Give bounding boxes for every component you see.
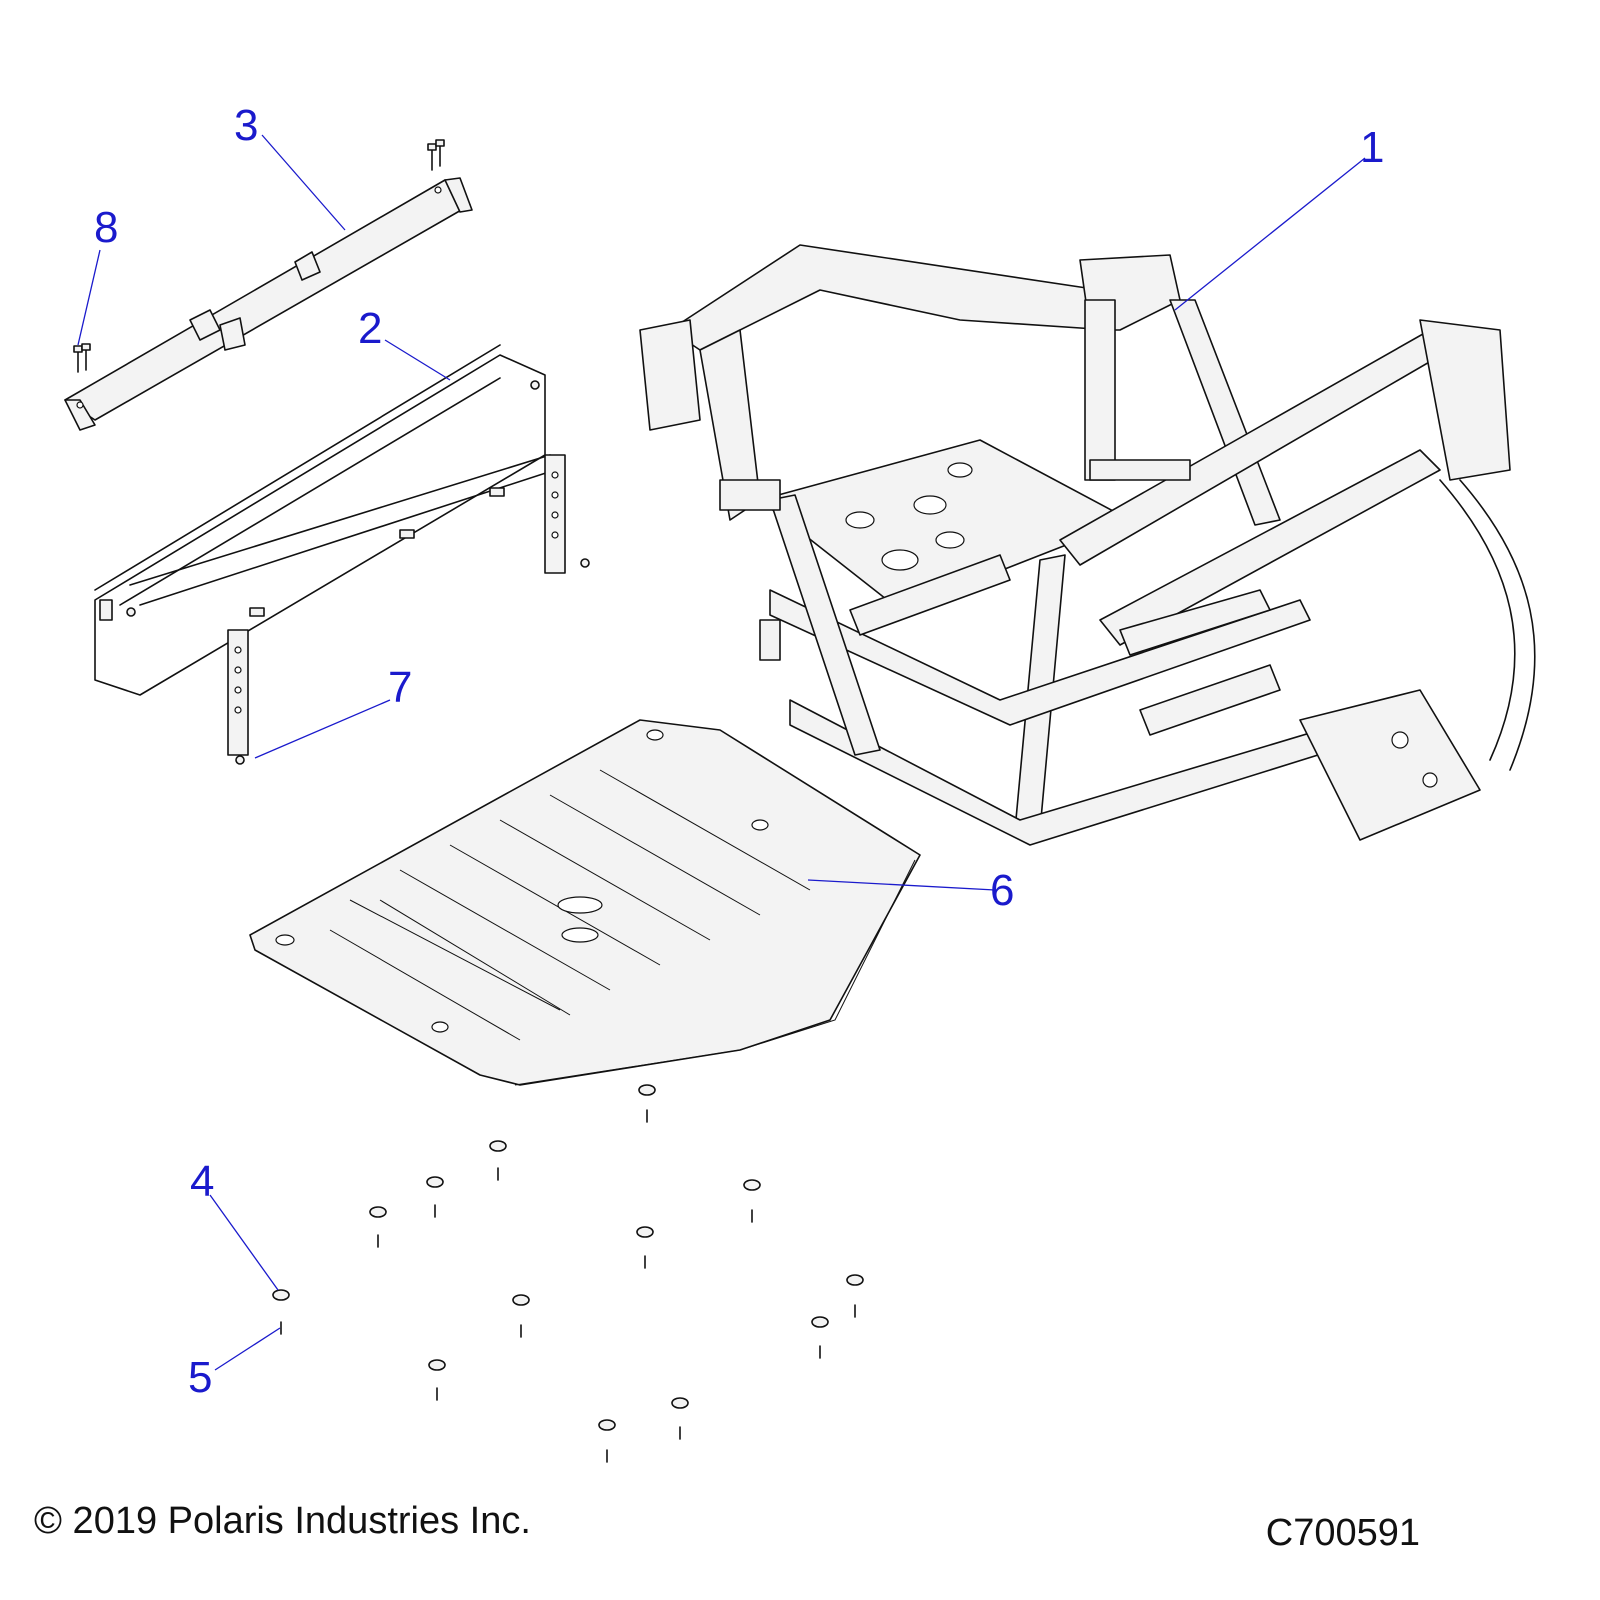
callout-6: 6 bbox=[990, 866, 1014, 915]
leader-8 bbox=[77, 249, 101, 346]
seat-frame-part bbox=[94, 344, 566, 756]
main-frame-part bbox=[639, 244, 1536, 846]
skid-plate-part bbox=[249, 719, 921, 1086]
leader-1 bbox=[1174, 157, 1366, 311]
leader-7 bbox=[254, 699, 391, 759]
callout-numbers: 1 2 3 4 5 6 7 8 bbox=[94, 101, 1384, 1402]
leader-2 bbox=[384, 339, 451, 381]
cross-brace-part bbox=[64, 177, 473, 431]
leader-lines bbox=[77, 134, 1366, 1371]
fasteners-part-7 bbox=[126, 380, 590, 765]
leader-3 bbox=[261, 134, 346, 231]
callout-1: 1 bbox=[1360, 123, 1384, 172]
callout-3: 3 bbox=[234, 101, 258, 150]
callout-2: 2 bbox=[358, 304, 382, 353]
leader-5 bbox=[214, 1327, 281, 1371]
callout-7: 7 bbox=[388, 663, 412, 712]
bolts-part-8 bbox=[73, 139, 445, 373]
copyright-notice: © 2019 Polaris Industries Inc. bbox=[34, 1500, 531, 1542]
callout-8: 8 bbox=[94, 203, 118, 252]
diagram-id: C700591 bbox=[1265, 1512, 1420, 1554]
leader-4 bbox=[209, 1194, 279, 1291]
callout-5: 5 bbox=[188, 1353, 212, 1402]
clips-and-screws-parts-4-5 bbox=[272, 1084, 864, 1463]
callout-4: 4 bbox=[190, 1157, 214, 1206]
leader-6 bbox=[807, 879, 996, 891]
